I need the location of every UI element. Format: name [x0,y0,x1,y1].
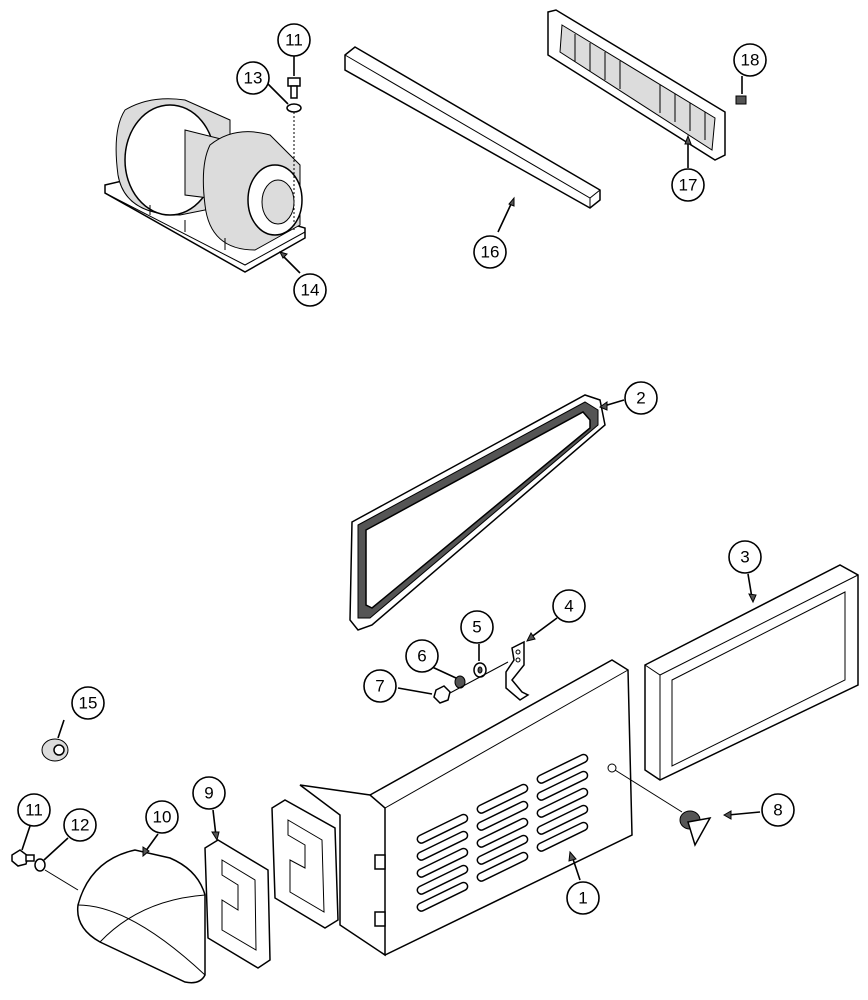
outlet-nozzle-10 [76,849,206,984]
svg-text:15: 15 [79,694,98,713]
callout-3: 3 [728,540,762,574]
gasket-frame-2 [349,394,606,631]
callout-13: 13 [236,61,270,95]
callout-6: 6 [405,639,439,673]
svg-text:1: 1 [578,889,587,908]
callout-4: 4 [552,589,586,623]
latch-8 [614,769,712,847]
blower-motor-assembly [104,98,306,273]
bolt-11-lower [11,849,35,867]
svg-text:16: 16 [481,243,500,262]
callout-7: 7 [363,669,397,703]
svg-text:18: 18 [741,51,760,70]
hardware-leader-line [449,661,509,694]
callout-14: 14 [293,273,327,307]
callout-9: 9 [192,776,226,810]
filter-element-3 [644,564,859,781]
svg-text:14: 14 [301,281,320,300]
svg-text:5: 5 [472,618,481,637]
washer-13 [286,103,302,113]
callout-15: 15 [71,686,105,720]
callout-1: 1 [566,881,600,915]
svg-text:13: 13 [244,69,263,88]
bolt-11-upper [287,77,301,99]
callout-10: 10 [145,800,179,834]
callout-11-lower: 11 [17,793,51,827]
svg-text:7: 7 [375,677,384,696]
duct-gasket-9 [204,839,271,969]
leader-lines [21,55,761,881]
duct-adapter [271,799,339,929]
washer-5 [473,662,487,678]
louver-grille-17 [547,9,726,161]
svg-text:6: 6 [417,647,426,666]
callout-2: 2 [624,381,658,415]
screw-18 [735,95,747,105]
callout-12: 12 [63,808,97,842]
callout-16: 16 [473,235,507,269]
nut-7 [433,685,451,704]
svg-text:17: 17 [679,176,698,195]
svg-text:8: 8 [773,801,782,820]
grommet-15 [41,738,69,762]
callout-5: 5 [460,610,494,644]
svg-text:2: 2 [636,389,645,408]
washer-12 [34,858,46,872]
louver-slots [416,753,589,912]
svg-text:10: 10 [153,808,172,827]
callout-17: 17 [671,168,705,202]
svg-text:12: 12 [71,816,90,835]
callout-11-upper: 11 [277,23,311,57]
bracket-4 [505,640,530,701]
svg-text:9: 9 [204,784,213,803]
svg-text:11: 11 [25,801,43,820]
svg-text:4: 4 [564,597,573,616]
svg-text:11: 11 [285,31,303,50]
svg-text:3: 3 [740,548,749,567]
callout-18: 18 [733,43,767,77]
callout-8: 8 [761,793,795,827]
bolt-lower-leader [44,869,79,891]
filter-panel-16 [344,46,601,209]
